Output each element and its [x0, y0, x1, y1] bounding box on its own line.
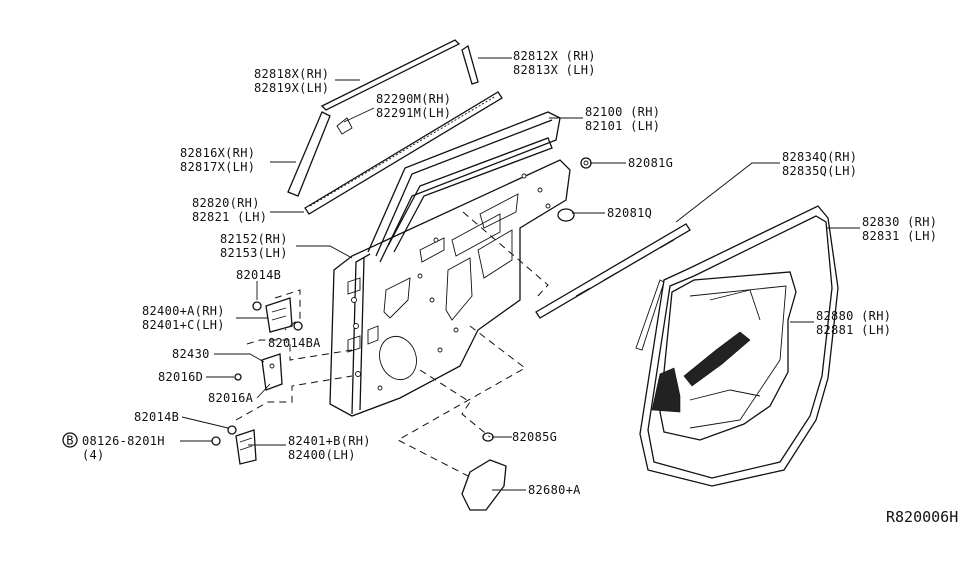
- weatherstrip-82830: [635, 205, 839, 487]
- label-line: 82834Q(RH): [782, 150, 857, 164]
- label-82152: 82152(RH)82153(LH): [220, 232, 288, 260]
- label-line: 82880 (RH): [816, 309, 891, 323]
- sash-trim-82816x: [287, 111, 331, 197]
- label-line: 82680+A: [528, 483, 581, 497]
- label-82290m: 82290M(RH)82291M(LH): [376, 92, 451, 120]
- label-line: 82016D: [158, 370, 203, 384]
- label-82014b-lower: 82014B: [134, 410, 179, 424]
- bolt-82014b-lower: [227, 425, 237, 435]
- belt-moulding-82818x: [320, 39, 461, 111]
- label-line: 82081G: [628, 156, 673, 170]
- run-channel-82290m: [304, 91, 503, 215]
- label-line: 82014B: [236, 268, 281, 282]
- label-82816x: 82816X(RH)82817X(LH): [180, 146, 255, 174]
- label-line: 82835Q(LH): [782, 164, 857, 178]
- grommet-82081g: [580, 157, 592, 169]
- label-line: 82830 (RH): [862, 215, 937, 229]
- label-line: 82820(RH): [192, 196, 260, 210]
- label-line: 82081Q: [607, 206, 652, 220]
- label-line: 82153(LH): [220, 246, 288, 260]
- upper-hinge-82400: [265, 297, 293, 333]
- diagram-code: R820006H: [886, 508, 958, 526]
- label-line: 08126-8201H: [82, 434, 165, 448]
- door-panel-82100: [329, 111, 571, 417]
- label-82830: 82830 (RH)82831 (LH): [862, 215, 937, 243]
- label-82401b: 82401+B(RH)82400(LH): [288, 434, 371, 462]
- bolt-82014ba: [293, 321, 303, 331]
- label-82680: 82680+A: [528, 483, 581, 497]
- check-link-82430: [261, 353, 283, 391]
- door-finisher-82880: [651, 271, 797, 441]
- label-line: 82831 (LH): [862, 229, 937, 243]
- label-82820: 82820(RH)82821 (LH): [192, 196, 267, 224]
- label-line: 82291M(LH): [376, 106, 451, 120]
- label-82081q: 82081Q: [607, 206, 652, 220]
- label-82812x: 82812X (RH)82813X (LH): [513, 49, 596, 77]
- label-line: 82014BA: [268, 336, 321, 350]
- label-line: 82152(RH): [220, 232, 288, 246]
- bolt-marker: B: [62, 432, 78, 448]
- label-line: 82818X(RH): [254, 67, 329, 81]
- label-82430: 82430: [172, 347, 210, 361]
- lower-hinge-82401: [235, 429, 257, 465]
- label-82016d: 82016D: [158, 370, 203, 384]
- label-82400a: 82400+A(RH)82401+C(LH): [142, 304, 225, 332]
- weatherstrip-82834q: [535, 223, 691, 319]
- bolt-82014b-upper: [252, 301, 262, 311]
- bolt-08126: [211, 436, 221, 446]
- label-line: 82290M(RH): [376, 92, 451, 106]
- label-line: 82817X(LH): [180, 160, 255, 174]
- label-line: 82401+B(RH): [288, 434, 371, 448]
- label-82100: 82100 (RH)82101 (LH): [585, 105, 660, 133]
- label-line: 82812X (RH): [513, 49, 596, 63]
- label-line: 82100 (RH): [585, 105, 660, 119]
- plug-82085g: [482, 432, 494, 442]
- label-line: 82014B: [134, 410, 179, 424]
- label-line: 82400+A(RH): [142, 304, 225, 318]
- label-82818x: 82818X(RH)82819X(LH): [254, 67, 329, 95]
- label-82085g: 82085G: [512, 430, 557, 444]
- label-line: 82819X(LH): [254, 81, 329, 95]
- label-82016a: 82016A: [208, 391, 254, 405]
- label-line: 82813X (LH): [513, 63, 596, 77]
- label-82014b-upper: 82014B: [236, 268, 281, 282]
- leader-lines: [180, 57, 860, 491]
- label-82880: 82880 (RH)82881 (LH): [816, 309, 891, 337]
- label-line: 82101 (LH): [585, 119, 660, 133]
- label-line: (4): [82, 448, 105, 462]
- label-82081g: 82081G: [628, 156, 673, 170]
- label-82014ba: 82014BA: [268, 336, 321, 350]
- label-line: 82085G: [512, 430, 557, 444]
- sealing-screen-82680: [461, 459, 507, 511]
- corner-piece-82812x: [461, 44, 479, 85]
- label-line: 82821 (LH): [192, 210, 267, 224]
- bolt-82016d: [234, 373, 242, 381]
- plug-82081q: [557, 208, 575, 222]
- label-line: 82400(LH): [288, 448, 356, 462]
- label-line: 82016A: [208, 391, 254, 405]
- label-line: 82881 (LH): [816, 323, 891, 337]
- label-line: 82401+C(LH): [142, 318, 225, 332]
- label-line: 82816X(RH): [180, 146, 255, 160]
- label-line: 82430: [172, 347, 210, 361]
- bolt-marker-letter: B: [66, 434, 74, 448]
- label-08126: 08126-8201H(4): [82, 434, 165, 462]
- label-82834q: 82834Q(RH)82835Q(LH): [782, 150, 857, 178]
